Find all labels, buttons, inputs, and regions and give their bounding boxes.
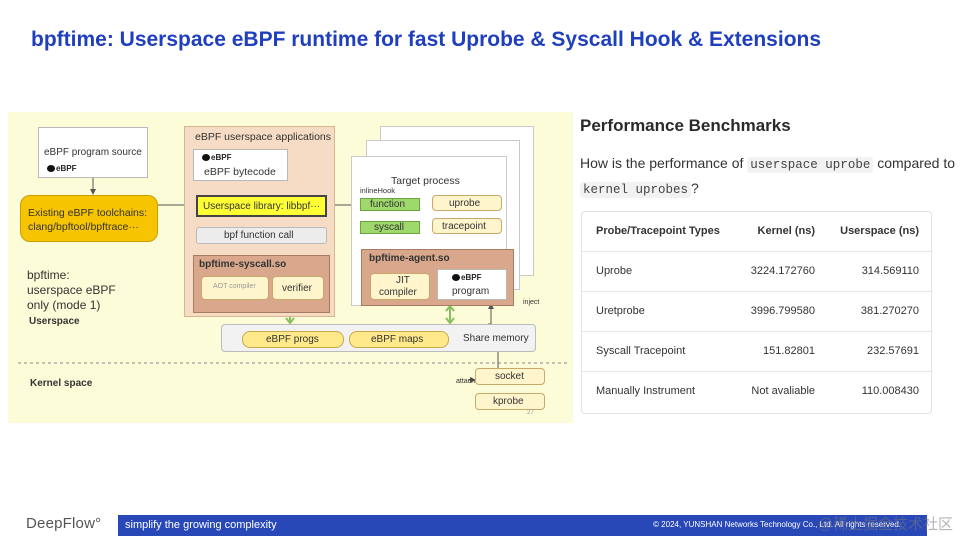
table-row: Syscall Tracepoint 151.82801 232.57691 xyxy=(582,332,933,372)
ebpf-logo-text-2: eBPF xyxy=(211,153,232,162)
row-userspace-cell: 110.008430 xyxy=(861,385,919,397)
row-kernel-cell: 151.82801 xyxy=(763,345,815,357)
row-kernel-cell: Not avaliable xyxy=(751,385,815,397)
ebpf-bytecode-label: eBPF bytecode xyxy=(204,166,276,178)
deepflow-logo: DeepFlow° xyxy=(26,515,102,532)
diagram-connectors xyxy=(18,178,568,383)
ebpf-progs-label: eBPF progs xyxy=(266,334,319,345)
table-header-row: Probe/Tracepoint Types Kernel (ns) Users… xyxy=(582,212,933,252)
row-userspace-cell: 314.569110 xyxy=(861,265,919,277)
aot-compiler-label: AOT compiler xyxy=(213,283,256,290)
attach-label: attach xyxy=(456,378,476,385)
watermark: @稀土掘金技术社区 xyxy=(817,516,953,533)
bpftime-mode-line3: only (mode 1) xyxy=(27,298,101,312)
syscall-label: syscall xyxy=(374,222,405,233)
jit-line1: JIT xyxy=(396,275,410,286)
benchmarks-title: Performance Benchmarks xyxy=(580,116,791,135)
verifier-label: verifier xyxy=(282,283,313,294)
bpftime-mode-line1: bpftime: xyxy=(27,268,70,282)
ebpf-logo-text: eBPF xyxy=(56,164,77,173)
architecture-diagram: eBPF program source eBPF Existing eBPF t… xyxy=(8,112,573,423)
row-userspace-cell: 381.270270 xyxy=(860,305,919,317)
table-row: Manually Instrument Not avaliable 110.00… xyxy=(582,372,933,412)
bee-icon xyxy=(47,165,55,173)
bee-icon xyxy=(452,274,460,282)
ebpf-logo-bytecode: eBPF xyxy=(202,153,231,162)
table-row: Uretprobe 3996.799580 381.270270 xyxy=(582,292,933,332)
benchmarks-question: How is the performance of userspace upro… xyxy=(580,152,960,202)
syscall-so-label: bpftime-syscall.so xyxy=(199,259,287,270)
footer-bar: simplify the growing complexity © 2024, … xyxy=(118,515,927,536)
column-header-type: Probe/Tracepoint Types xyxy=(596,225,720,237)
toolchains-line1: Existing eBPF toolchains: xyxy=(28,207,148,219)
program-box: eBPF program xyxy=(437,269,507,300)
row-type-cell: Syscall Tracepoint xyxy=(596,345,686,357)
tracepoint-label: tracepoint xyxy=(442,221,486,232)
verifier-box: verifier xyxy=(272,276,324,300)
userspace-label: Userspace xyxy=(29,316,80,327)
userspace-library-label: Userspace library: libbpf··· xyxy=(203,201,321,212)
row-type-cell: Manually Instrument xyxy=(596,385,696,397)
bpf-function-call-label: bpf function call xyxy=(224,230,294,241)
agent-so-label: bpftime-agent.so xyxy=(369,253,450,264)
row-type-cell: Uretprobe xyxy=(596,305,645,317)
slide-title: bpftime: Userspace eBPF runtime for fast… xyxy=(31,28,822,51)
ebpf-bytecode-box: eBPF eBPF bytecode xyxy=(193,149,288,181)
bpftime-agent-so-box: bpftime-agent.so JIT compiler eBPF progr… xyxy=(361,249,514,306)
socket-label: socket xyxy=(495,371,524,382)
question-code-kernel-uprobes: kernel uprobes xyxy=(580,182,692,198)
ebpf-maps-label: eBPF maps xyxy=(371,334,424,345)
function-box: function xyxy=(360,198,420,211)
kprobe-box: kprobe xyxy=(475,393,545,410)
share-memory-box: eBPF progs eBPF maps Share memory xyxy=(221,324,536,352)
userspace-library-box: Userspace library: libbpf··· xyxy=(196,195,327,217)
inject-label: inject xyxy=(523,299,540,306)
bpftime-syscall-so-box: bpftime-syscall.so AOT compiler verifier xyxy=(193,255,330,313)
tracepoint-box: tracepoint xyxy=(432,218,502,234)
ebpf-program-source-label: eBPF program source xyxy=(44,147,142,158)
apps-title: eBPF userspace applications xyxy=(195,131,331,143)
question-prefix: How is the performance of xyxy=(580,155,748,171)
inline-hook-label: inlineHook xyxy=(360,186,396,195)
function-label: function xyxy=(370,199,406,210)
uprobe-box: uprobe xyxy=(432,195,502,211)
bpf-function-call-box: bpf function call xyxy=(196,227,327,244)
kprobe-label: kprobe xyxy=(493,396,524,407)
bee-icon xyxy=(202,154,210,162)
ebpf-progs-box: eBPF progs xyxy=(242,331,344,348)
uprobe-label: uprobe xyxy=(449,198,481,209)
kernel-space-label: Kernel space xyxy=(30,378,93,389)
jit-line2: compiler xyxy=(379,287,417,298)
ebpf-userspace-applications-box: eBPF userspace applications eBPF eBPF by… xyxy=(184,126,335,317)
ebpf-logo-text-3: eBPF xyxy=(461,273,482,282)
question-middle: compared to xyxy=(873,155,956,171)
target-process-label: Target process xyxy=(391,175,460,187)
toolchains-line2: clang/bpftool/bpftrace··· xyxy=(28,221,139,233)
socket-box: socket xyxy=(475,368,545,385)
column-header-userspace: Userspace (ns) xyxy=(840,225,919,237)
footer-tagline: simplify the growing complexity xyxy=(125,519,277,531)
ebpf-logo: eBPF xyxy=(47,164,76,173)
existing-toolchains-box: Existing eBPF toolchains: clang/bpftool/… xyxy=(20,195,158,242)
question-suffix: ? xyxy=(691,180,699,196)
bpftime-mode-line2: userspace eBPF xyxy=(27,283,116,297)
ebpf-maps-box: eBPF maps xyxy=(349,331,449,348)
footer-copyright: © 2024, YUNSHAN Networks Technology Co.,… xyxy=(653,520,901,529)
syscall-box: syscall xyxy=(360,221,420,234)
share-memory-label: Share memory xyxy=(463,333,529,344)
question-code-userspace-uprobe: userspace uprobe xyxy=(747,157,874,173)
jit-compiler-box: JIT compiler xyxy=(370,273,430,300)
row-userspace-cell: 232.57691 xyxy=(867,345,919,357)
row-type-cell: Uprobe xyxy=(596,265,633,277)
benchmarks-table: Probe/Tracepoint Types Kernel (ns) Users… xyxy=(581,211,933,414)
ebpf-logo-program: eBPF xyxy=(452,273,481,282)
aot-compiler-box: AOT compiler xyxy=(201,276,269,300)
program-label: program xyxy=(452,286,490,297)
row-kernel-cell: 3996.799580 xyxy=(750,305,815,317)
column-header-kernel: Kernel (ns) xyxy=(757,225,815,237)
row-kernel-cell: 3224.172760 xyxy=(750,265,815,277)
diagram-page-number: 27 xyxy=(527,410,534,416)
table-row: Uprobe 3224.172760 314.569110 xyxy=(582,252,933,292)
ebpf-program-source-box: eBPF program source eBPF xyxy=(38,127,148,178)
